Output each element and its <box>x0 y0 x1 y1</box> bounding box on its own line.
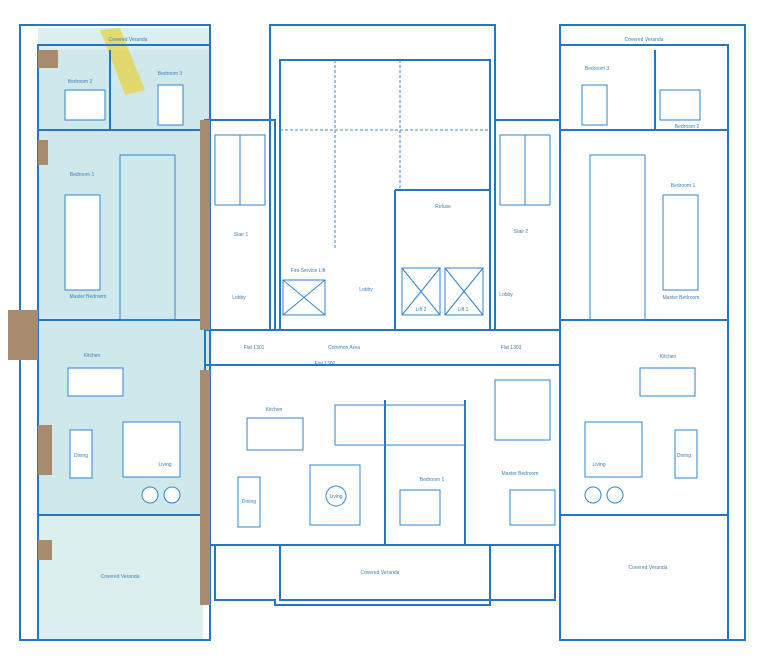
label-left-master-bedroom: Master Bedroom <box>70 294 107 300</box>
label-stair-1: Stair 1 <box>234 232 249 238</box>
label-left-living: Living <box>158 462 171 468</box>
furniture <box>64 84 701 528</box>
label-left-bedroom-2: Bedroom 2 <box>68 79 93 85</box>
stair-1-treads <box>214 134 266 206</box>
label-left-dining: Dining <box>74 453 88 459</box>
label-lobby-1: Lobby <box>232 295 246 301</box>
label-flat-1302: Flat 1302 <box>315 361 336 367</box>
label-right-covered-veranda-bottom: Covered Veranda <box>629 565 668 571</box>
core-details <box>214 60 551 330</box>
label-left-covered-veranda-top: Covered Veranda <box>109 37 148 43</box>
structural-walls <box>8 50 210 605</box>
label-lobby-main: Lobby <box>359 287 373 293</box>
label-refuse: Refuse <box>435 204 451 210</box>
label-right-master-bedroom: Master Bedroom <box>663 295 700 301</box>
label-right-covered-veranda-top: Covered Veranda <box>625 37 664 43</box>
label-right-bedroom-1: Bedroom 1 <box>671 183 696 189</box>
label-right-kitchen: Kitchen <box>660 354 677 360</box>
label-lobby-2: Lobby <box>499 292 513 298</box>
label-right-bedroom-3: Bedroom 3 <box>585 66 610 72</box>
label-mid-master-bedroom: Master Bedroom <box>502 471 539 477</box>
label-left-covered-veranda-bottom: Covered Veranda <box>101 574 140 580</box>
label-common-area: Common Area <box>328 345 360 351</box>
left-veranda-shade <box>38 515 203 640</box>
stair-2-treads <box>499 134 551 206</box>
label-lift-2: Lift 2 <box>416 307 427 313</box>
label-mid-kitchen: Kitchen <box>266 407 283 413</box>
label-mid-bedroom-1: Bedroom 1 <box>420 477 445 483</box>
label-stair-2: Stair 2 <box>514 229 529 235</box>
label-right-bedroom-2: Bedroom 2 <box>675 124 700 130</box>
label-left-bedroom-1: Bedroom 1 <box>70 172 95 178</box>
label-left-bedroom-3: Bedroom 3 <box>158 71 183 77</box>
label-fire-service-lift: Fire Service Lift <box>291 268 326 274</box>
label-flat-1301: Flat 1301 <box>244 345 265 351</box>
label-flat-1303: Flat 1303 <box>501 345 522 351</box>
label-lift-1: Lift 1 <box>458 307 469 313</box>
label-mid-dining: Dining <box>242 499 256 505</box>
label-mid-covered-veranda: Covered Veranda <box>361 570 400 576</box>
label-mid-living: Living <box>329 494 342 500</box>
label-left-kitchen: Kitchen <box>84 353 101 359</box>
label-right-living: Living <box>592 462 605 468</box>
label-right-dining: Dining <box>677 453 691 459</box>
